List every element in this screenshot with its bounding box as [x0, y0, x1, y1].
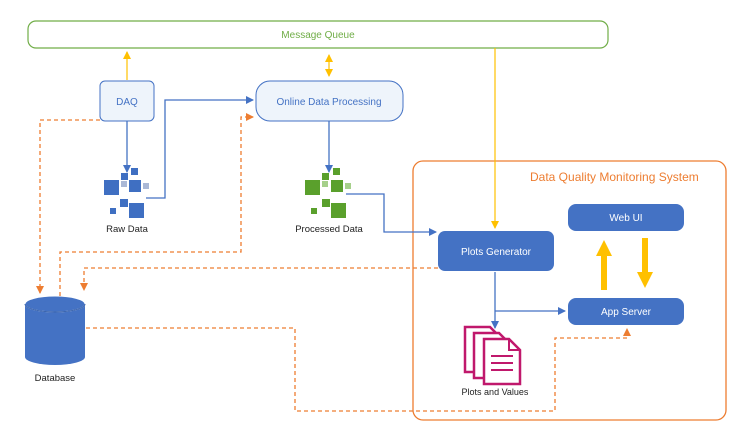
database-icon: [24, 295, 86, 365]
plots-generator-label: Plots Generator: [461, 247, 532, 258]
database-to-processing-arrow: [59, 113, 254, 296]
app-server-label: App Server: [601, 307, 652, 318]
daq-label: DAQ: [116, 97, 138, 108]
message-queue: Message Queue: [27, 20, 609, 49]
message-queue-label: Message Queue: [281, 30, 355, 41]
processed-to-plots-arrow: [346, 193, 437, 236]
online-processing-label: Online Data Processing: [276, 97, 381, 108]
database-label: Database: [35, 373, 76, 384]
plots-and-values-icon: [463, 325, 522, 386]
web-ui-box: Web UI: [568, 204, 684, 231]
raw-data-label: Raw Data: [106, 224, 148, 235]
processed-data-icon: [305, 168, 351, 218]
daq-to-database-arrow: [36, 119, 100, 294]
web-ui-label: Web UI: [609, 213, 642, 224]
database-to-appserver-arrow: [86, 327, 631, 412]
plots-generator-box: Plots Generator: [438, 231, 554, 271]
online-processing-box: Online Data Processing: [255, 80, 404, 122]
plots-to-database-arrow: [80, 267, 438, 291]
dqm-system-container: Data Quality Monitoring System: [412, 160, 727, 421]
dqm-system-title: Data Quality Monitoring System: [530, 170, 699, 184]
processed-data-label: Processed Data: [295, 224, 363, 235]
raw-to-processing-arrow: [146, 96, 254, 199]
daq-box: DAQ: [99, 80, 155, 122]
raw-data-icon: [104, 168, 149, 218]
plots-and-values-label: Plots and Values: [462, 387, 529, 397]
app-server-box: App Server: [568, 298, 684, 325]
